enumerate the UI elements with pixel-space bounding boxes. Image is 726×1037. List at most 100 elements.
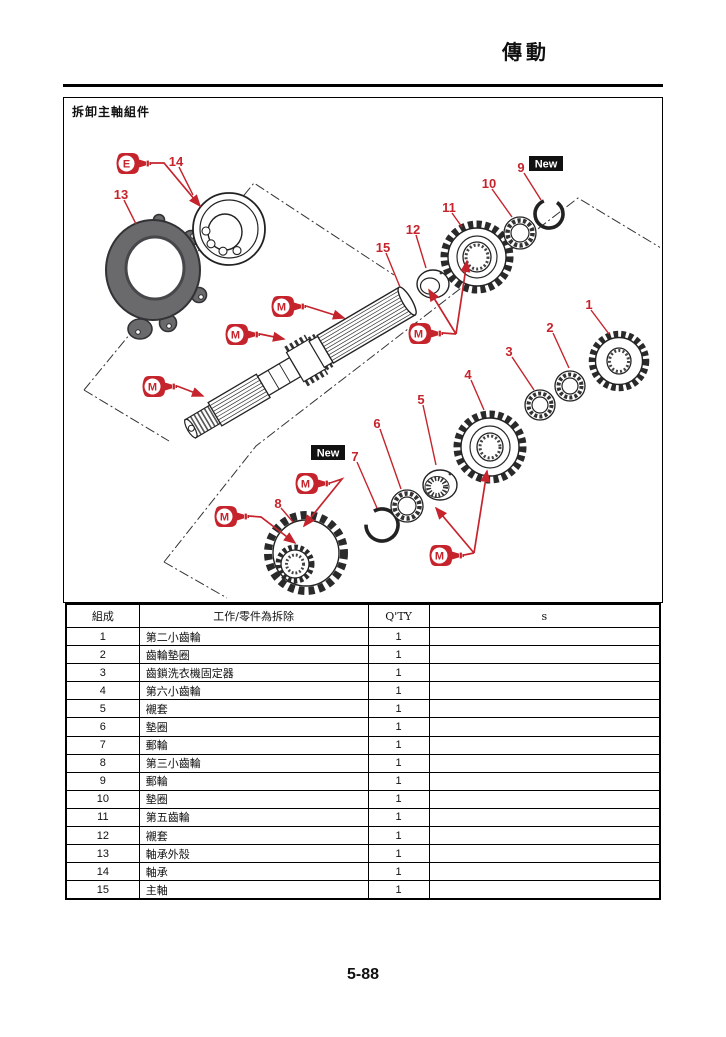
cell-qty: 1 — [367, 844, 430, 864]
cell-qty: 1 — [367, 699, 430, 719]
cell-no: 4 — [65, 681, 140, 701]
part-9-circlip — [533, 198, 565, 230]
cell-desc: 郵輪 — [138, 771, 369, 791]
part-10-washer — [503, 216, 537, 250]
cell-remark — [428, 826, 661, 846]
symbol-leaders — [151, 162, 491, 556]
moly-grease-icon: M — [225, 324, 260, 345]
svg-text:M: M — [220, 512, 229, 524]
callout-2: 2 — [546, 320, 553, 335]
part-5-collar — [422, 469, 458, 501]
cell-remark — [428, 880, 661, 900]
callout-15: 15 — [376, 240, 390, 255]
cell-desc: 郵輪 — [138, 735, 369, 755]
svg-text:M: M — [277, 302, 286, 314]
cell-qty: 1 — [367, 826, 430, 846]
callout-6: 6 — [373, 416, 380, 431]
header-rule — [63, 84, 663, 87]
svg-text:M: M — [231, 330, 240, 342]
cell-no: 11 — [65, 807, 140, 828]
cell-remark — [428, 645, 661, 665]
cell-no: 9 — [65, 771, 140, 791]
part-1-second-pinion-gear — [588, 330, 650, 392]
new-badge: New — [529, 156, 563, 171]
engine-oil-icon: E — [116, 153, 151, 174]
cell-no: 14 — [65, 862, 140, 882]
svg-text:M: M — [435, 551, 444, 563]
part-12-collar — [416, 269, 450, 299]
cell-desc: 第六小齒輪 — [138, 681, 369, 701]
part-2-gear-washer — [554, 370, 586, 402]
cell-no: 2 — [65, 645, 140, 665]
exploded-diagram-box: 拆卸主軸組件 — [63, 97, 663, 603]
svg-text:M: M — [414, 329, 423, 341]
header-job: 工作/零件為拆除 — [138, 603, 369, 628]
callout-10: 10 — [482, 176, 496, 191]
cell-no: 8 — [65, 753, 140, 773]
callout-12: 12 — [406, 222, 420, 237]
part-6-washer — [390, 489, 424, 523]
part-8-third-pinion-gear — [264, 511, 348, 595]
callout-4: 4 — [464, 367, 472, 382]
cell-remark — [428, 626, 661, 647]
cell-qty: 1 — [367, 771, 430, 791]
exploded-diagram: E M M M M M M M — [83, 153, 660, 599]
cell-qty: 1 — [367, 880, 430, 900]
svg-text:M: M — [301, 479, 310, 491]
part-11-fifth-gear — [440, 220, 514, 294]
cell-no: 13 — [65, 844, 140, 864]
cell-qty: 1 — [367, 735, 430, 755]
callout-1: 1 — [585, 297, 592, 312]
cell-no: 5 — [65, 699, 140, 719]
cell-remark — [428, 771, 661, 791]
cell-qty: 1 — [367, 753, 430, 773]
cell-qty: 1 — [367, 663, 430, 683]
cell-desc: 軸承外殼 — [138, 844, 369, 864]
callout-14: 14 — [169, 154, 184, 169]
cell-remark — [428, 844, 661, 864]
cell-no: 6 — [65, 717, 140, 737]
cell-remark — [428, 789, 661, 809]
cell-qty: 1 — [367, 717, 430, 737]
cell-qty: 1 — [367, 681, 430, 701]
cell-desc: 第五齒輪 — [138, 807, 369, 828]
cell-no: 15 — [65, 880, 140, 900]
part-15-main-axle — [183, 286, 417, 439]
page-number: 5-88 — [346, 966, 380, 983]
callout-11: 11 — [442, 200, 456, 215]
cell-no: 7 — [65, 735, 140, 755]
callout-3: 3 — [505, 344, 512, 359]
moly-grease-icon: M — [295, 473, 330, 494]
part-4-sixth-pinion-gear — [453, 410, 527, 484]
moly-grease-icon: M — [142, 376, 177, 397]
figure-caption: 拆卸主軸組件 — [72, 105, 151, 119]
header-remarks: s — [428, 603, 661, 628]
cell-remark — [428, 681, 661, 701]
cell-desc: 主軸 — [138, 880, 369, 900]
moly-grease-icon: M — [408, 323, 443, 344]
cell-remark — [428, 735, 661, 755]
cell-remark — [428, 753, 661, 773]
cell-desc: 齒輪墊圈 — [138, 645, 369, 665]
cell-desc: 軸承 — [138, 862, 369, 882]
callout-7: 7 — [351, 449, 358, 464]
cell-desc: 襯套 — [138, 826, 369, 846]
cell-no: 3 — [65, 663, 140, 683]
header-order: 組成 — [65, 603, 140, 628]
table-header-row: 組成 工作/零件為拆除 Q'TY s — [65, 603, 661, 628]
part-13-bearing-housing — [105, 213, 208, 340]
callout-leaders — [123, 166, 610, 523]
moly-grease-icon: M — [214, 506, 249, 527]
cell-remark — [428, 862, 661, 882]
